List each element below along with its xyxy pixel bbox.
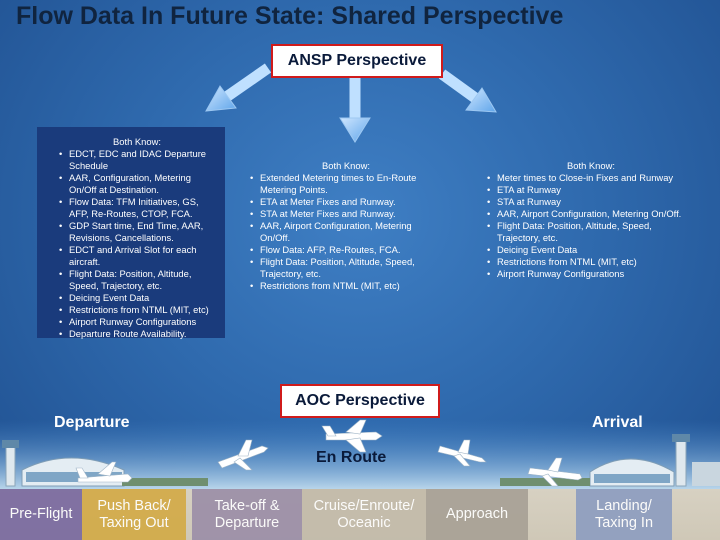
- phase-landing: Landing/Taxing In: [576, 489, 672, 540]
- airplane-takeoff-icon: [217, 439, 269, 471]
- arrival-knowledge-list: Meter times to Close-in Fixes and Runway…: [485, 172, 697, 280]
- phase-takeoff: Take-off &Departure: [192, 489, 302, 540]
- list-item: Extended Metering times to En-Route Mete…: [250, 172, 444, 196]
- phase-pre-flight: Pre-Flight: [0, 489, 82, 540]
- list-item: Flow Data: AFP, Re-Routes, FCA.: [250, 244, 444, 256]
- phase-label-line2: Oceanic: [337, 514, 391, 531]
- list-item: GDP Start time, End Time, AAR, Revisions…: [59, 220, 217, 244]
- arrival-label: Arrival: [592, 414, 643, 431]
- enroute-knowledge-box: Both Know: Extended Metering times to En…: [248, 160, 444, 292]
- arrival-airport-icon: [500, 434, 720, 487]
- list-item: Flight Data: Position, Altitude, Speed, …: [250, 256, 444, 280]
- departure-label: Departure: [54, 414, 130, 431]
- airplane-approach-icon: [437, 439, 487, 467]
- list-item: ETA at Runway: [487, 184, 697, 196]
- departure-box-header: Both Know:: [113, 136, 161, 147]
- arrival-knowledge-box: Both Know: Meter times to Close-in Fixes…: [485, 160, 697, 280]
- phase-label-line1: Cruise/Enroute/: [313, 497, 415, 514]
- list-item: Departure Route Availability.: [59, 328, 217, 340]
- enroute-box-header: Both Know:: [322, 160, 370, 171]
- enroute-knowledge-list: Extended Metering times to En-Route Mete…: [248, 172, 444, 292]
- aoc-perspective-label: AOC Perspective: [280, 384, 440, 418]
- list-item: AAR, Configuration, Metering On/Off at D…: [59, 172, 217, 196]
- arrival-box-header: Both Know:: [567, 160, 615, 171]
- list-item: ETA at Meter Fixes and Runway.: [250, 196, 444, 208]
- arrow-to-arrival-icon: [438, 69, 497, 113]
- list-item: Deicing Event Data: [487, 244, 697, 256]
- airplane-cruise-icon: [321, 419, 383, 453]
- departure-knowledge-box: Both Know: EDCT, EDC and IDAC Departure …: [37, 127, 225, 340]
- list-item: Flight Data: Position, Altitude, Speed, …: [487, 220, 697, 244]
- list-item: Flow Data: TFM Initiatives, GS, AFP, Re-…: [59, 196, 217, 220]
- arrow-to-enroute-icon: [339, 78, 371, 143]
- phase-label-line1: Push Back/: [97, 497, 171, 514]
- list-item: EDCT and Arrival Slot for each aircraft.: [59, 244, 217, 268]
- list-item: Meter times to Close-in Fixes and Runway: [487, 172, 697, 184]
- phase-label-line1: Pre-Flight: [9, 506, 73, 522]
- departure-knowledge-list: EDCT, EDC and IDAC Departure Schedule AA…: [57, 148, 217, 340]
- list-item: STA at Meter Fixes and Runway.: [250, 208, 444, 220]
- phase-approach: Approach: [426, 489, 528, 540]
- list-item: Flight Data: Position, Altitude, Speed, …: [59, 268, 217, 292]
- list-item: AAR, Airport Configuration, Metering On/…: [250, 220, 444, 244]
- airplane-taxi-icon: [75, 461, 133, 483]
- list-item: Restrictions from NTML (MIT, etc): [250, 280, 444, 292]
- airplane-landing-icon: [527, 457, 583, 487]
- phase-label-line2: Departure: [214, 514, 280, 531]
- list-item: AAR, Airport Configuration, Metering On/…: [487, 208, 697, 220]
- list-item: STA at Runway: [487, 196, 697, 208]
- enroute-label: En Route: [316, 449, 387, 466]
- list-item: Airport Runway Configurations: [487, 268, 697, 280]
- phase-label-line1: Landing/: [596, 497, 652, 514]
- slide-title: Flow Data In Future State: Shared Perspe…: [16, 2, 564, 30]
- list-item: Restrictions from NTML (MIT, etc): [487, 256, 697, 268]
- phase-label-line2: Taxing Out: [99, 514, 169, 531]
- phase-label-line1: Take-off &: [214, 497, 280, 514]
- list-item: Deicing Event Data: [59, 292, 217, 304]
- list-item: EDCT, EDC and IDAC Departure Schedule: [59, 148, 217, 172]
- phase-label-line1: Approach: [445, 506, 509, 522]
- ansp-perspective-label: ANSP Perspective: [271, 44, 443, 78]
- list-item: Restrictions from NTML (MIT, etc): [59, 304, 217, 316]
- phase-push-back: Push Back/Taxing Out: [82, 489, 186, 540]
- arrow-to-departure-icon: [205, 63, 272, 112]
- phase-label-line2: Taxing In: [594, 514, 654, 531]
- list-item: Airport Runway Configurations: [59, 316, 217, 328]
- phase-cruise: Cruise/Enroute/Oceanic: [302, 489, 426, 540]
